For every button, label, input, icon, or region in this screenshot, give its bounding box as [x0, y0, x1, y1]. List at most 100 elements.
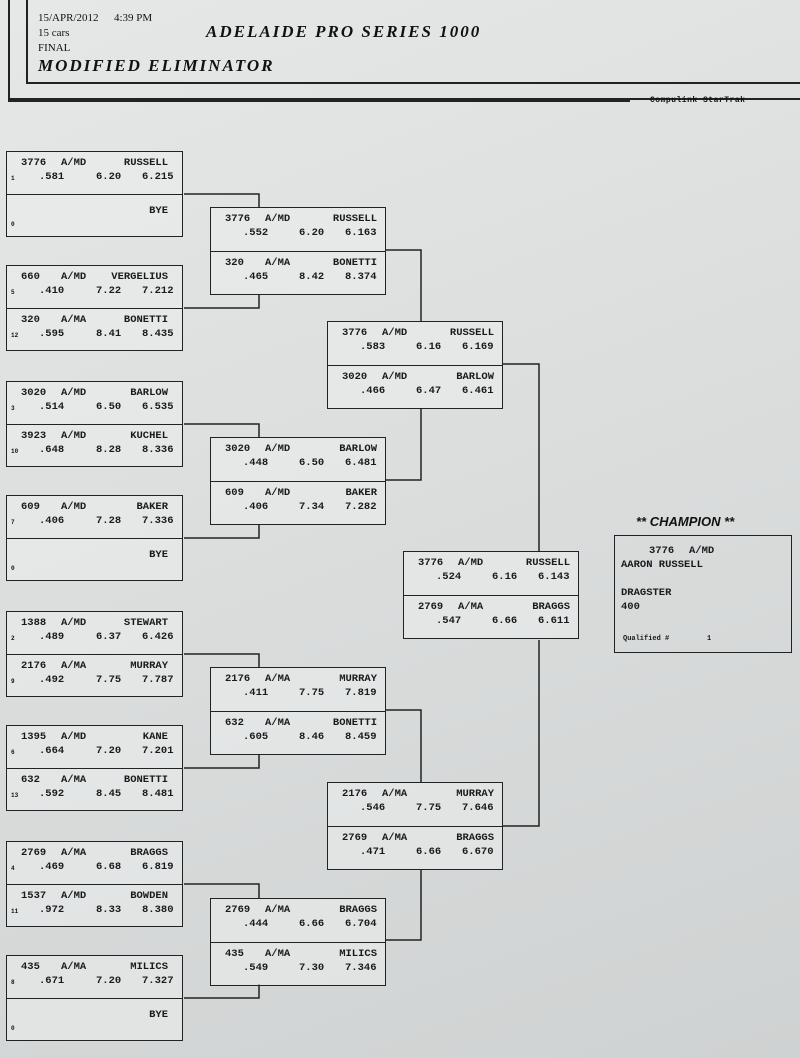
speed-time: 8.336 — [142, 444, 174, 456]
driver-name: BARLOW — [456, 371, 494, 383]
elapsed-time: 8.28 — [96, 444, 122, 456]
reaction-time: .605 — [243, 731, 269, 743]
reaction-time: .595 — [39, 328, 65, 340]
car-number: 2769 — [21, 847, 47, 859]
reaction-time: .410 — [39, 285, 65, 297]
reaction-time: .444 — [243, 918, 269, 930]
driver-name: BONETTI — [332, 717, 377, 729]
reaction-time: .469 — [39, 861, 65, 873]
reaction-time: .406 — [243, 501, 269, 513]
elapsed-time: 6.37 — [96, 631, 122, 643]
driver-name: STEWART — [123, 617, 168, 629]
champion-class: A/MD — [689, 545, 715, 557]
car-number: 3020 — [21, 387, 47, 399]
car-number: 1537 — [21, 890, 47, 902]
reaction-time: .583 — [360, 341, 386, 353]
elapsed-time: 6.50 — [96, 401, 122, 413]
seed-number: 9 — [11, 678, 15, 685]
car-class: A/MA — [265, 948, 291, 960]
connector — [184, 984, 260, 999]
speed-time: 6.169 — [462, 341, 494, 353]
car-class: A/MA — [265, 673, 291, 685]
reaction-time: .592 — [39, 788, 65, 800]
report-time: 4:39 PM — [114, 12, 153, 24]
speed-time: 7.346 — [345, 962, 377, 974]
speed-time: 7.201 — [142, 745, 174, 757]
car-number: 2176 — [342, 788, 368, 800]
driver-name: MILICS — [130, 961, 168, 973]
car-number: 3776 — [342, 327, 368, 339]
driver-name: BAKER — [136, 501, 168, 513]
connector — [386, 870, 422, 941]
champion-box: 3776 A/MD AARON RUSSELL DRAGSTER 400 Qua… — [614, 535, 792, 653]
seed-number: 7 — [11, 519, 15, 526]
connector — [386, 709, 422, 782]
seed-number: 3 — [11, 405, 15, 412]
elapsed-time: 7.34 — [299, 501, 325, 513]
speed-time: 7.787 — [142, 674, 174, 686]
seed-number: 0 — [11, 565, 15, 572]
driver-name: VERGELIUS — [111, 271, 168, 283]
car-class: A/MA — [458, 601, 484, 613]
reaction-time: .524 — [436, 571, 462, 583]
elapsed-time: 6.16 — [416, 341, 442, 353]
reaction-time: .581 — [39, 171, 65, 183]
car-number: 320 — [225, 257, 244, 269]
connector — [184, 653, 260, 667]
speed-time: 6.611 — [538, 615, 570, 627]
car-class: A/MD — [265, 443, 291, 455]
connector — [503, 640, 540, 827]
car-class: A/MD — [61, 387, 87, 399]
car-class: A/MD — [61, 430, 87, 442]
elapsed-time: 6.66 — [299, 918, 325, 930]
car-class: A/MD — [61, 617, 87, 629]
driver-name: RUSSELL — [449, 327, 494, 339]
reaction-time: .549 — [243, 962, 269, 974]
car-class: A/MA — [61, 774, 87, 786]
driver-name: KANE — [142, 731, 168, 743]
car-class: A/MD — [61, 501, 87, 513]
header-outer-frame — [8, 0, 800, 100]
car-class: A/MA — [382, 788, 408, 800]
reaction-time: .448 — [243, 457, 269, 469]
driver-name: BAKER — [345, 487, 377, 499]
reaction-time: .492 — [39, 674, 65, 686]
seed-number: 0 — [11, 221, 15, 228]
car-number: 609 — [225, 487, 244, 499]
car-number: 3776 — [21, 157, 47, 169]
car-number: 1388 — [21, 617, 47, 629]
car-number: 2769 — [225, 904, 251, 916]
elapsed-time: 6.66 — [492, 615, 518, 627]
speed-time: 7.212 — [142, 285, 174, 297]
driver-name: BRAGGS — [339, 904, 377, 916]
car-class: A/MD — [382, 327, 408, 339]
speed-time: 6.819 — [142, 861, 174, 873]
elapsed-time: 6.66 — [416, 846, 442, 858]
car-class: A/MD — [265, 487, 291, 499]
connector — [184, 294, 260, 309]
speed-time: 6.704 — [345, 918, 377, 930]
driver-name: MURRAY — [456, 788, 494, 800]
driver-name: BYE — [149, 1009, 168, 1021]
driver-name: BRAGGS — [456, 832, 494, 844]
speed-time: 7.646 — [462, 802, 494, 814]
champion-title: ** CHAMPION ** — [636, 514, 735, 529]
speed-time: 6.426 — [142, 631, 174, 643]
